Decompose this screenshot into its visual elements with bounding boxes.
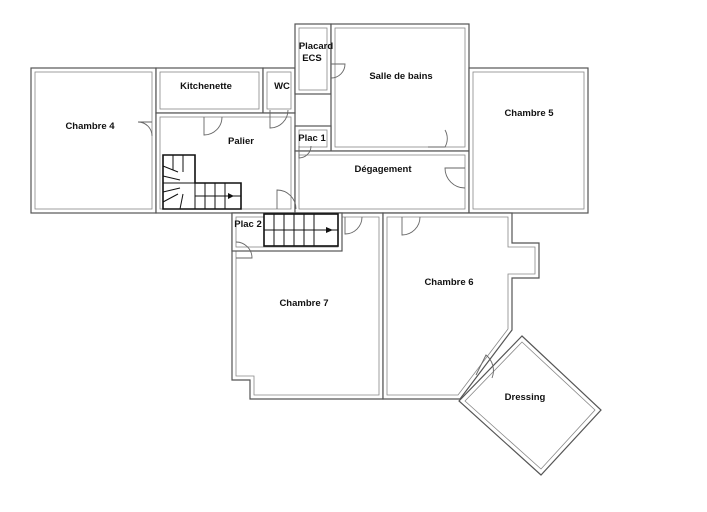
doors bbox=[137, 63, 494, 379]
walls bbox=[30, 23, 602, 476]
label-kitchenette: Kitchenette bbox=[180, 81, 232, 92]
label-chambre-6: Chambre 6 bbox=[424, 277, 473, 288]
label-palier: Palier bbox=[228, 136, 254, 147]
wall-chambre-6 bbox=[382, 212, 540, 400]
wall-chambre-4 bbox=[30, 67, 157, 214]
label-wc: WC bbox=[274, 81, 290, 92]
staircase-plac-2 bbox=[263, 213, 339, 247]
door-salle-de-bains bbox=[428, 129, 448, 148]
door-wc bbox=[269, 109, 289, 129]
label-chambre-7: Chambre 7 bbox=[279, 298, 328, 309]
label-chambre-4: Chambre 4 bbox=[65, 121, 115, 132]
label-placard: Placard bbox=[299, 41, 334, 52]
stair-arrow-icon bbox=[228, 193, 234, 199]
label-degagement: Dégagement bbox=[354, 164, 412, 175]
label-ecs: ECS bbox=[302, 53, 322, 64]
label-plac-1: Plac 1 bbox=[298, 133, 326, 144]
wall-degagement bbox=[294, 150, 470, 214]
staircase-palier bbox=[162, 154, 242, 210]
label-dressing: Dressing bbox=[505, 392, 546, 403]
label-chambre-5: Chambre 5 bbox=[504, 108, 554, 119]
wall-chambre-5 bbox=[468, 67, 589, 214]
label-salle-de-bains: Salle de bains bbox=[369, 71, 432, 82]
door-chambre-4 bbox=[137, 121, 153, 137]
label-plac-2: Plac 2 bbox=[234, 219, 261, 230]
door-palier-1 bbox=[203, 116, 223, 136]
door-plac-2 bbox=[344, 216, 363, 235]
room-labels: Chambre 4 Kitchenette WC Placard ECS Sal… bbox=[65, 41, 554, 403]
door-plac-1 bbox=[298, 145, 312, 159]
door-dressing bbox=[475, 354, 494, 379]
stair-arrow-icon bbox=[326, 227, 333, 233]
door-chambre-6 bbox=[401, 216, 421, 236]
door-placard-ecs bbox=[330, 63, 346, 79]
wall-salle-de-bains bbox=[330, 23, 470, 152]
door-degagement bbox=[444, 167, 466, 189]
door-palier-2 bbox=[276, 189, 297, 210]
wall-placard-ecs bbox=[294, 23, 332, 95]
door-chambre-7 bbox=[235, 241, 253, 259]
